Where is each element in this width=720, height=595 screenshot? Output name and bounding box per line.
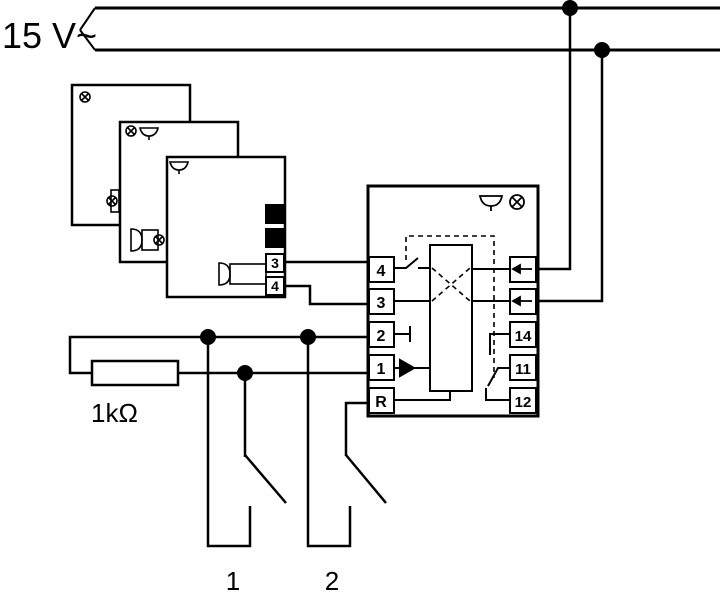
switch-wiring xyxy=(68,335,387,548)
lamp-socket-icon xyxy=(106,189,120,213)
junction-dots xyxy=(200,329,316,381)
supply-tail xyxy=(79,7,96,51)
module-pin-strip xyxy=(265,204,285,296)
relay-pin-label: 3 xyxy=(377,295,386,312)
relay-pin-label: 14 xyxy=(515,328,532,345)
bus-wires xyxy=(284,8,604,306)
relay-left-pins xyxy=(368,256,395,414)
input-arrow-icon xyxy=(511,263,532,307)
lamp-icon xyxy=(509,194,525,210)
relay-internals xyxy=(394,244,510,401)
lamp-icon xyxy=(125,125,137,137)
relay-pin-label: 2 xyxy=(377,328,386,345)
diode-icon xyxy=(399,358,417,378)
relay-pin-label: R xyxy=(375,394,387,411)
switch-label-2: 2 xyxy=(325,566,339,595)
bell-icon xyxy=(168,161,190,174)
bell-icon xyxy=(138,127,160,140)
module-pin-label: 3 xyxy=(271,255,279,271)
relay-pin-label: 4 xyxy=(377,263,386,280)
junction-dots xyxy=(562,0,610,58)
relay-pin-label: 1 xyxy=(377,361,386,378)
switch-label-1: 1 xyxy=(226,566,240,595)
lamp-icon xyxy=(79,91,91,103)
relay-coil xyxy=(429,244,473,392)
bell-socket-icon xyxy=(130,228,165,252)
relay-mechanical-link xyxy=(405,235,495,378)
bell-icon xyxy=(478,195,504,211)
supply-voltage-label: 15 V~ xyxy=(2,15,97,56)
resistor-label: 1kΩ xyxy=(91,398,138,428)
relay-pin-label: 11 xyxy=(515,361,531,378)
module-stack xyxy=(70,83,287,299)
module-pin-label: 4 xyxy=(271,278,279,294)
resistor xyxy=(90,359,180,387)
bell-socket-icon xyxy=(218,262,267,286)
supply-rails xyxy=(79,6,720,52)
relay-pin-label: 12 xyxy=(515,394,532,411)
